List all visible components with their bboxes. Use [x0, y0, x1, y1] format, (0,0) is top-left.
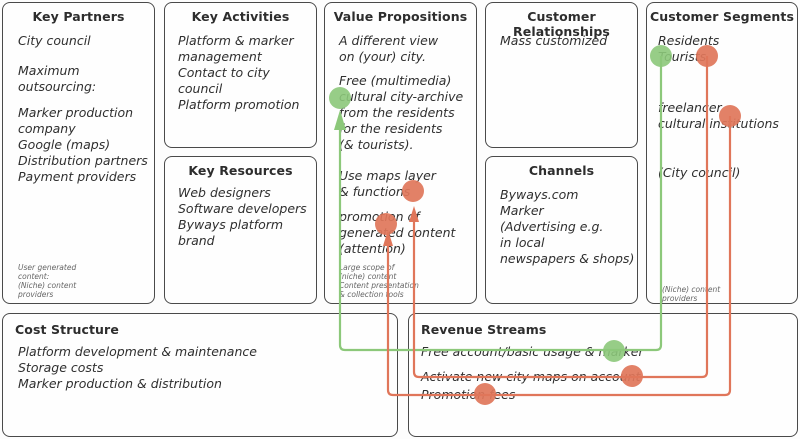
- value-proposition-item: Free (multimedia) cultural city-archive …: [339, 73, 464, 152]
- revenue-stream-item: Free account/basic usage & marker: [421, 344, 644, 359]
- customer-relationships-title: Customer Relationships: [513, 9, 610, 39]
- key-resources-block: Key Resources Web designers Software dev…: [164, 156, 317, 304]
- revenue-streams-title: Revenue Streams: [421, 322, 547, 337]
- customer-segments-block: Customer Segments Residents Tourists fre…: [646, 2, 798, 304]
- channels-block: Channels Byways.com Marker (Advertising …: [485, 156, 638, 304]
- value-propositions-title: Value Propositions: [333, 9, 468, 24]
- value-proposition-item: A different view on (your) city.: [339, 33, 439, 64]
- key-activities-title: Key Activities: [191, 9, 290, 24]
- cost-structure-title: Cost Structure: [15, 322, 119, 337]
- key-partners-block: Key Partners City council Maximum outsou…: [2, 2, 155, 304]
- value-proposition-item: Use maps layer & functions: [339, 168, 436, 199]
- customer-segment-item: Residents Tourists: [658, 33, 720, 64]
- customer-relationships-item: Mass customized: [500, 33, 608, 48]
- key-partners-item: Maximum outsourcing:: [18, 63, 97, 94]
- key-partners-note: User generated content: (Niche) content …: [18, 263, 77, 299]
- customer-segments-note: (Niche) content providers: [662, 285, 721, 303]
- cost-structure-block: Cost Structure Platform development & ma…: [2, 313, 398, 437]
- cost-structure-item: Platform development & maintenance Stora…: [18, 344, 257, 391]
- key-activities-block: Key Activities Platform & marker managem…: [164, 2, 317, 148]
- value-propositions-block: Value Propositions A different view on (…: [324, 2, 477, 304]
- revenue-stream-item: Promotion fees: [421, 387, 516, 402]
- key-partners-item: Marker production company Google (maps) …: [18, 105, 148, 184]
- key-resources-item: Web designers Software developers Byways…: [178, 185, 307, 248]
- key-partners-title: Key Partners: [32, 9, 125, 24]
- revenue-streams-block: Revenue Streams Free account/basic usage…: [408, 313, 798, 437]
- key-resources-title: Key Resources: [188, 163, 293, 178]
- customer-segments-title: Customer Segments: [649, 9, 795, 24]
- customer-segment-item: freelancer cultural institutions: [658, 100, 779, 131]
- value-proposition-item: promotion of generated content (attentio…: [339, 209, 456, 256]
- customer-relationships-block: Customer Relationships Mass customized: [485, 2, 638, 148]
- customer-segment-item: (City council): [658, 165, 741, 180]
- value-propositions-note: Large scope of (niche) content Content p…: [339, 263, 419, 299]
- channels-title: Channels: [528, 163, 595, 178]
- key-activities-item: Platform & marker management Contact to …: [178, 33, 300, 112]
- revenue-stream-item: Activate new city maps on account: [421, 369, 641, 384]
- channels-item: Byways.com Marker (Advertising e.g. in l…: [500, 187, 635, 266]
- key-partners-item: City council: [18, 33, 91, 48]
